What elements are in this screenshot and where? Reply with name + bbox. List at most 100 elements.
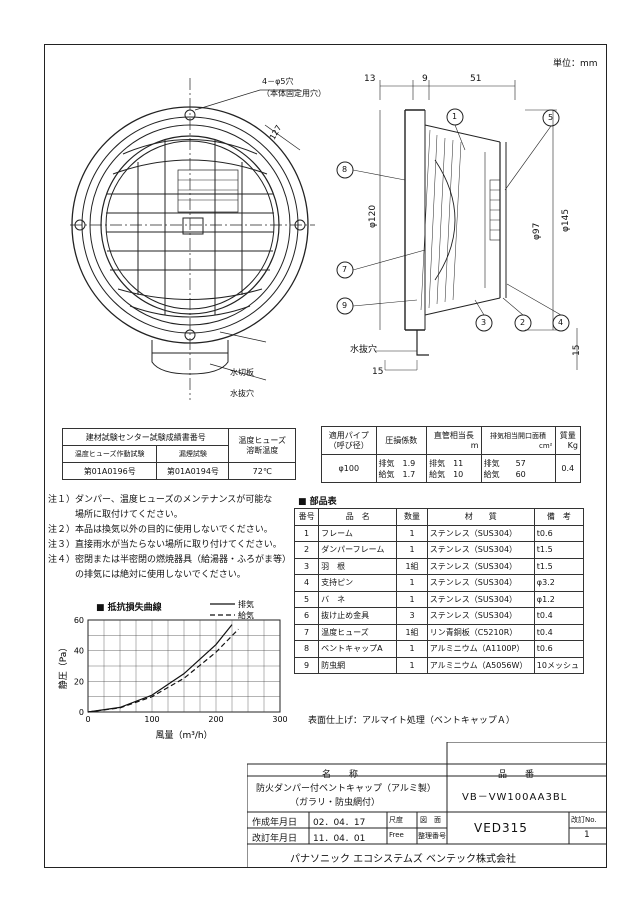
callout-4: 4 xyxy=(558,318,564,327)
chart-x-tick-label: 0 xyxy=(85,715,90,724)
fuse-temp-value: 72℃ xyxy=(228,462,296,480)
smoke-test-value: 第01A0194号 xyxy=(156,462,230,480)
revision-label: 改訂No. xyxy=(571,816,597,824)
chart-legend-label: 排気 xyxy=(238,600,254,609)
parts-cell: 4 xyxy=(293,574,320,592)
spec-table: 適用パイプ （呼び径） 圧損係数 直管相当長 m 排気相当開口面積 cm² 質量… xyxy=(321,426,581,483)
parts-header-cell: 材 質 xyxy=(426,508,535,526)
parts-cell: t1.5 xyxy=(533,541,585,559)
parts-cell: リン青銅板（C5210R） xyxy=(426,623,535,641)
chart-x-axis-label: 風量（m³/h） xyxy=(155,730,212,741)
pipe-header-1: 適用パイプ xyxy=(328,430,369,440)
chart-x-tick-label: 200 xyxy=(208,715,223,724)
parts-cell: φ1.2 xyxy=(533,590,585,608)
note-line: 注４）密閉または半密閉の燃焼器具（給湯器・ふろがま等） xyxy=(48,555,292,565)
parts-cell: 9 xyxy=(293,656,320,674)
parts-cell: t1.5 xyxy=(533,557,585,575)
pipe-value: φ100 xyxy=(321,454,377,483)
callout-1: 1 xyxy=(452,112,458,121)
loss-header: 圧損係数 xyxy=(375,426,428,455)
parts-cell: ステンレス（SUS304） xyxy=(426,607,535,625)
note-line: 注１）ダンパー、温度ヒューズのメンテナンスが可能な xyxy=(48,495,273,505)
chart-x-tick-label: 300 xyxy=(272,715,287,724)
parts-header-cell: 番号 xyxy=(293,508,320,526)
chart-title-text: 抵抗損失曲線 xyxy=(107,603,162,613)
parts-cell: 1 xyxy=(396,656,428,674)
callout-8: 8 xyxy=(342,165,348,174)
parts-cell: ダンパーフレーム xyxy=(318,541,398,559)
area-header-unit: cm² xyxy=(539,441,553,450)
parts-cell: アルミニウム（A1100P） xyxy=(426,640,535,658)
front-view xyxy=(70,78,315,400)
code-label: 品 番 xyxy=(498,770,535,780)
dim-9: 9 xyxy=(422,74,428,84)
fuse-test-header: 温度ヒューズ作動試験 xyxy=(61,445,158,463)
parts-header-cell: 数量 xyxy=(396,508,428,526)
length-header-text: 直管相当長 xyxy=(433,430,474,440)
revision-number: 1 xyxy=(584,830,590,840)
test-table-header: 建材試験センター試験成績書番号 xyxy=(61,428,230,446)
dim-13: 13 xyxy=(364,74,376,84)
note-line: 注３）直接雨水が当たらない場所に取り付けてください。 xyxy=(48,540,282,550)
parts-cell: バ ネ xyxy=(318,590,398,608)
dim-15-right: 15 xyxy=(572,344,582,356)
side-view xyxy=(336,80,578,371)
parts-cell: 3 xyxy=(396,607,428,625)
title-block-lines xyxy=(247,742,607,868)
smoke-test-header: 漏煙試験 xyxy=(156,445,230,463)
parts-header-cell: 品 名 xyxy=(318,508,398,526)
parts-cell: 防虫網 xyxy=(318,656,398,674)
mass-header: 質量 Kg xyxy=(554,426,581,455)
parts-cell: 5 xyxy=(293,590,320,608)
parts-cell: 1組 xyxy=(396,623,428,641)
note-line: の排気には絶対に使用しないでください。 xyxy=(48,570,246,580)
chart-y-tick-label: 40 xyxy=(74,647,84,656)
scale-mark: 尺 xyxy=(389,816,396,824)
mount-hole-note-2: （本体固定用穴） xyxy=(262,89,326,98)
scale-value: Free xyxy=(389,831,404,839)
length-exhaust: 排気 11 xyxy=(429,458,464,468)
water-plate-label: 水切板 xyxy=(230,368,254,377)
parts-cell: 支持ピン xyxy=(318,574,398,592)
area-supply: 給気 60 xyxy=(483,469,526,479)
mass-value: 0.4 xyxy=(554,454,581,483)
parts-cell: 7 xyxy=(293,623,320,641)
ref-label: 整理番号 xyxy=(418,832,446,840)
chart-series-line-1 xyxy=(87,624,233,713)
test-result-table: 建材試験センター試験成績書番号 温度ヒューズ 溶断温度 温度ヒューズ作動試験 漏… xyxy=(61,428,296,480)
chart-x-tick-label: 100 xyxy=(144,715,159,724)
company-name: パナソニック エコシステムズ ベンテック株式会社 xyxy=(290,854,517,865)
parts-cell: 6 xyxy=(293,607,320,625)
dim-phi97: φ97 xyxy=(532,222,542,240)
notes-block: 注１）ダンパー、温度ヒューズのメンテナンスが可能な 場所に取付けてください。 注… xyxy=(48,493,291,583)
fuse-test-value: 第01A0196号 xyxy=(61,462,158,480)
callout-5: 5 xyxy=(548,113,554,122)
product-code: VB－VW100AA3BL xyxy=(462,792,568,803)
loss-exhaust: 排気 1.9 xyxy=(378,458,416,468)
callout-3: 3 xyxy=(481,318,487,327)
parts-title: ■ 部品表 xyxy=(298,497,337,507)
fuse-temp-header: 温度ヒューズ 溶断温度 xyxy=(228,428,296,463)
parts-cell: φ3.2 xyxy=(533,574,585,592)
parts-cell: 1 xyxy=(396,574,428,592)
area-header-text: 排気相当開口面積 xyxy=(490,431,547,440)
product-name-1: 防火ダンパー付ベントキャップ（アルミ製） xyxy=(256,784,436,794)
chart-legend-label: 給気 xyxy=(238,610,254,620)
parts-cell: t0.4 xyxy=(533,623,585,641)
dim-phi145: φ145 xyxy=(561,208,571,232)
area-header: 排気相当開口面積 cm² xyxy=(480,426,556,455)
parts-cell: 1組 xyxy=(396,557,428,575)
product-name-2: （ガラリ・防虫網付） xyxy=(290,798,381,808)
parts-cell: ステンレス（SUS304） xyxy=(426,541,535,559)
length-values: 排気 11 給気 10 xyxy=(426,454,482,483)
length-supply: 給気 10 xyxy=(429,469,464,479)
callout-9: 9 xyxy=(342,301,348,310)
note-line: 注２）本品は換気以外の目的に使用しないでください。 xyxy=(48,525,273,535)
scale-label: 度 xyxy=(396,816,403,824)
length-header-unit: m xyxy=(470,440,479,450)
